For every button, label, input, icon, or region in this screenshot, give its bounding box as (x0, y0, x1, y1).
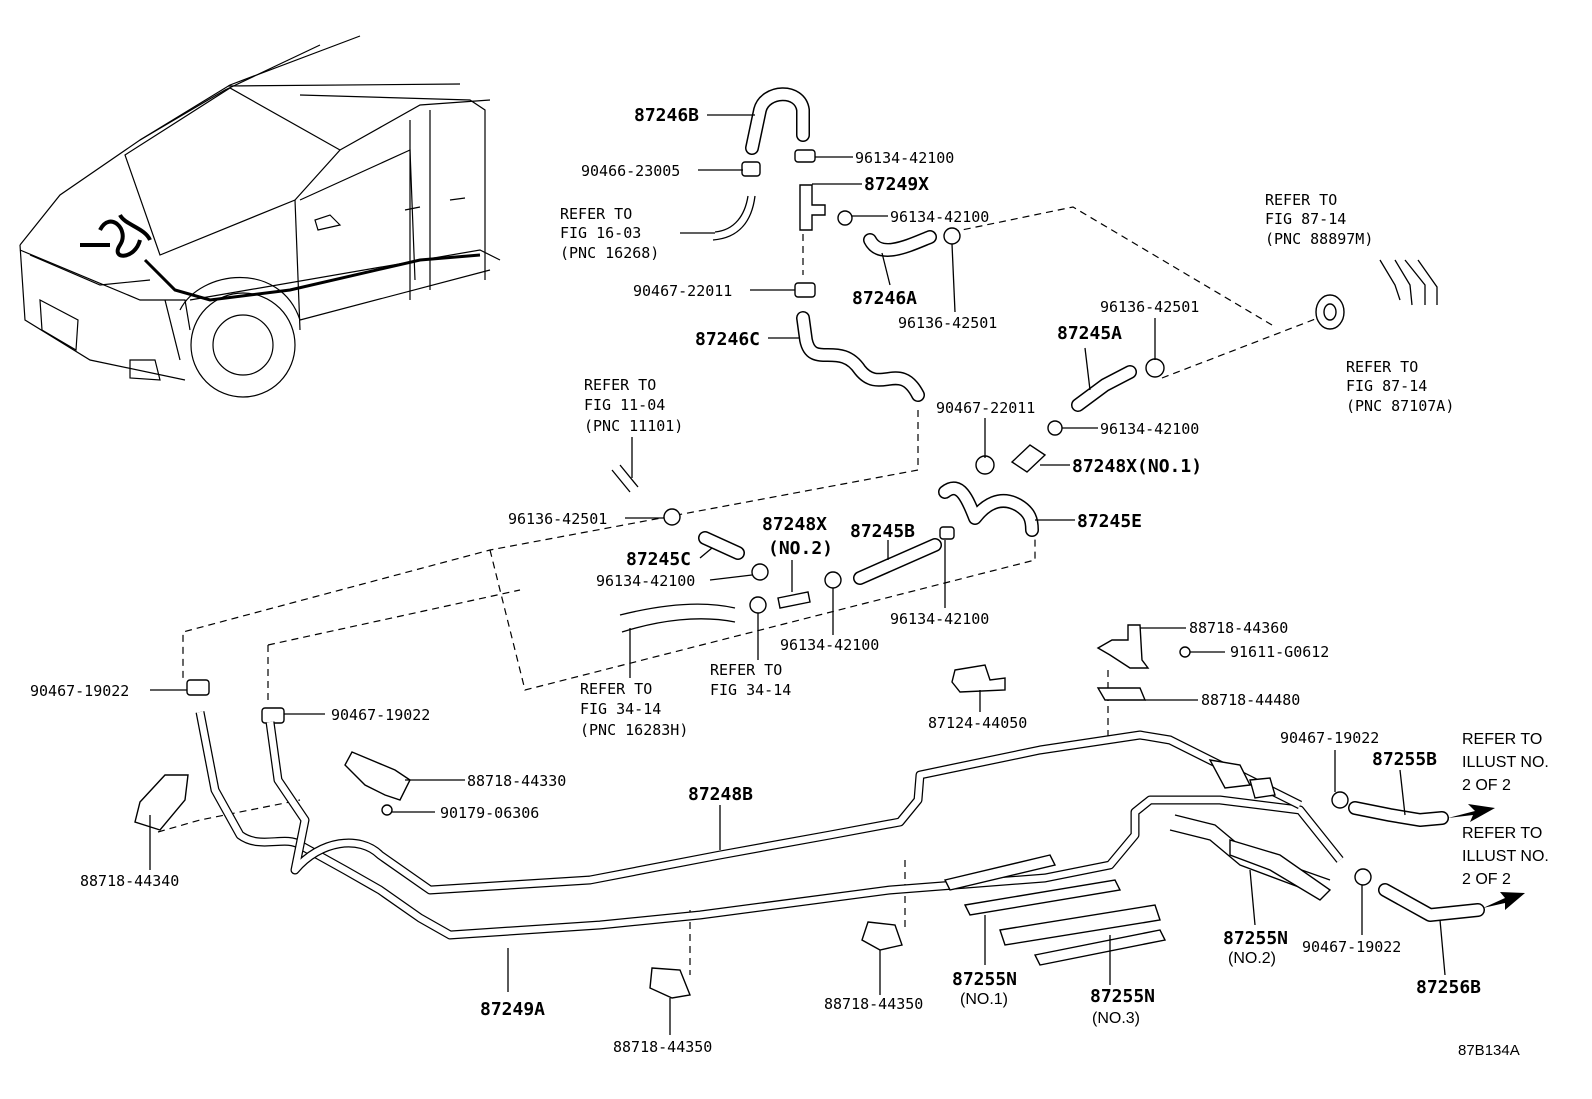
label-90467-22011-a: 90467-22011 (633, 282, 732, 300)
svg-text:REFER TO: REFER TO (584, 376, 656, 394)
ref-fig-11-04: REFER TO FIG 11-04 (PNC 11101) (584, 376, 683, 435)
svg-text:REFER TO: REFER TO (1462, 825, 1542, 842)
callout-leaders (149, 114, 1446, 1035)
label-88718-44350-a: 88718-44350 (824, 995, 923, 1013)
label-87248B: 87248B (688, 784, 753, 805)
label-88718-44340: 88718-44340 (80, 872, 179, 890)
label-91611-g0612: 91611-G0612 (1230, 643, 1329, 661)
svg-text:FIG 16-03: FIG 16-03 (560, 224, 641, 242)
label-90467-19022-b: 90467-19022 (331, 706, 430, 724)
svg-text:REFER TO: REFER TO (1265, 191, 1337, 209)
svg-text:REFER TO: REFER TO (1462, 731, 1542, 748)
ref-illust-2-of-2-b: REFER TO ILLUST NO. 2 OF 2 (1462, 825, 1549, 888)
label-96134-42100-b: 96134-42100 (890, 208, 989, 226)
label-87248X-no1: 87248X(NO.1) (1072, 456, 1202, 477)
svg-text:REFER TO: REFER TO (1346, 358, 1418, 376)
label-87255N-1-sub: (NO.1) (960, 991, 1008, 1008)
svg-text:REFER TO: REFER TO (710, 661, 782, 679)
label-88718-44350-b: 88718-44350 (613, 1038, 712, 1056)
label-88718-44480: 88718-44480 (1201, 691, 1300, 709)
svg-text:FIG 87-14: FIG 87-14 (1265, 210, 1346, 228)
svg-text:REFER TO: REFER TO (580, 680, 652, 698)
label-87124-44050: 87124-44050 (928, 714, 1027, 732)
label-90467-22011-b: 90467-22011 (936, 399, 1035, 417)
label-87255N-3-sub: (NO.3) (1092, 1010, 1140, 1027)
figure-code: 87B134A (1458, 1042, 1520, 1059)
label-90179-06306: 90179-06306 (440, 804, 539, 822)
brackets (134, 624, 1332, 999)
part-number-labels: 87246B 87249X 87246A 87246C 87245A 87248… (480, 105, 1481, 1027)
label-87245A: 87245A (1057, 323, 1122, 344)
label-87246A: 87246A (852, 288, 917, 309)
svg-text:2 OF 2: 2 OF 2 (1462, 871, 1511, 888)
label-87248X-no2: (NO.2) (768, 538, 833, 559)
small-part-labels: 90466-23005 96134-42100 96134-42100 9046… (30, 149, 1401, 1056)
label-96134-42100-a: 96134-42100 (855, 149, 954, 167)
label-90467-19022-d: 90467-19022 (1302, 938, 1401, 956)
small-parts (186, 149, 1372, 886)
svg-text:FIG 11-04: FIG 11-04 (584, 396, 665, 414)
svg-text:ILLUST NO.: ILLUST NO. (1462, 754, 1549, 771)
svg-text:FIG 87-14: FIG 87-14 (1346, 377, 1427, 395)
label-96134-42100-e: 96134-42100 (890, 610, 989, 628)
svg-text:2 OF 2: 2 OF 2 (1462, 777, 1511, 794)
svg-text:(PNC 16283H): (PNC 16283H) (580, 721, 688, 739)
label-96136-42501-c: 96136-42501 (508, 510, 607, 528)
label-88718-44360: 88718-44360 (1189, 619, 1288, 637)
svg-text:REFER TO: REFER TO (560, 205, 632, 223)
svg-text:(PNC 88897M): (PNC 88897M) (1265, 230, 1373, 248)
svg-text:ILLUST NO.: ILLUST NO. (1462, 848, 1549, 865)
label-87255N-2-sub: (NO.2) (1228, 950, 1276, 967)
ref-illust-2-of-2-a: REFER TO ILLUST NO. 2 OF 2 (1462, 731, 1549, 794)
svg-text:(PNC 16268): (PNC 16268) (560, 244, 659, 262)
svg-text:FIG 34-14: FIG 34-14 (710, 681, 791, 699)
upper-hoses (611, 87, 1438, 633)
label-90466-23005: 90466-23005 (581, 162, 680, 180)
ref-fig-16-03: REFER TO FIG 16-03 (PNC 16268) (560, 205, 659, 262)
label-87255N-2: 87255N (1223, 928, 1288, 949)
reference-notes: REFER TO FIG 16-03 (PNC 16268) REFER TO … (560, 191, 1549, 888)
label-87248X: 87248X (762, 514, 827, 535)
label-87245C: 87245C (626, 549, 691, 570)
label-87249A: 87249A (480, 999, 545, 1020)
svg-text:FIG 34-14: FIG 34-14 (580, 700, 661, 718)
label-96134-42100-d: 96134-42100 (596, 572, 695, 590)
vehicle-illustration (19, 35, 501, 398)
label-87246B: 87246B (634, 105, 699, 126)
label-87255N-1: 87255N (952, 969, 1017, 990)
label-87245B: 87245B (850, 521, 915, 542)
label-90467-19022-a: 90467-19022 (30, 682, 129, 700)
dashed-leaders (157, 198, 1319, 975)
label-87245E: 87245E (1077, 511, 1142, 532)
label-87256B: 87256B (1416, 977, 1481, 998)
label-96136-42501-a: 96136-42501 (898, 314, 997, 332)
lower-pipes (195, 711, 1525, 940)
label-90467-19022-c: 90467-19022 (1280, 729, 1379, 747)
label-96134-42100-f: 96134-42100 (780, 636, 879, 654)
label-87255N-3: 87255N (1090, 986, 1155, 1007)
svg-text:(PNC 11101): (PNC 11101) (584, 417, 683, 435)
ref-fig-34-14-b: REFER TO FIG 34-14 (710, 661, 791, 699)
label-88718-44330: 88718-44330 (467, 772, 566, 790)
ref-fig-87-14-b: REFER TO FIG 87-14 (PNC 87107A) (1346, 358, 1454, 415)
label-96134-42100-c: 96134-42100 (1100, 420, 1199, 438)
label-87255B: 87255B (1372, 749, 1437, 770)
label-96136-42501-b: 96136-42501 (1100, 298, 1199, 316)
label-87249X: 87249X (864, 174, 929, 195)
svg-text:(PNC 87107A): (PNC 87107A) (1346, 397, 1454, 415)
label-87246C: 87246C (695, 329, 760, 350)
ref-fig-87-14-a: REFER TO FIG 87-14 (PNC 88897M) (1265, 191, 1373, 248)
ref-fig-34-14-a: REFER TO FIG 34-14 (PNC 16283H) (580, 680, 688, 739)
